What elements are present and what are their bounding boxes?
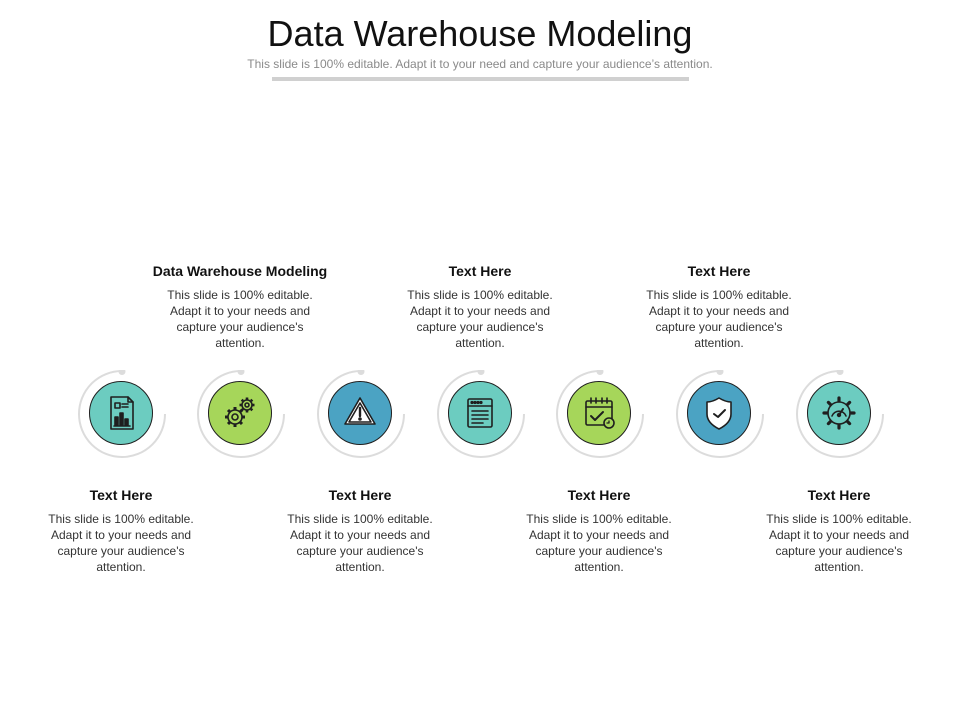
text-block-heading: Text Here — [328, 487, 392, 503]
gear-speedometer-icon — [822, 396, 856, 430]
text-block-bottom-2: Text Here This slide is 100% editable. A… — [260, 486, 460, 575]
icon-disc — [567, 381, 631, 445]
circle-node-7 — [796, 370, 886, 460]
progress-ring — [556, 370, 644, 458]
text-block-heading: Text Here — [687, 263, 751, 279]
title-divider — [272, 77, 689, 81]
circle-node-6 — [676, 370, 766, 460]
text-block-body: This slide is 100% editable. Adapt it to… — [407, 288, 553, 350]
text-block-bottom-4: Text Here This slide is 100% editable. A… — [739, 486, 939, 575]
progress-ring — [78, 370, 166, 458]
circle-node-4 — [437, 370, 527, 460]
text-block-bottom-3: Text Here This slide is 100% editable. A… — [499, 486, 699, 575]
page-title: Data Warehouse Modeling — [267, 13, 693, 54]
warning-triangle-icon — [344, 397, 376, 425]
page-subtitle: This slide is 100% editable. Adapt it to… — [247, 57, 713, 71]
icon-disc — [208, 381, 272, 445]
text-block-heading: Text Here — [567, 487, 631, 503]
text-block-body: This slide is 100% editable. Adapt it to… — [646, 288, 792, 350]
icon-disc — [448, 381, 512, 445]
text-block-top-3: Text Here This slide is 100% editable. A… — [619, 262, 819, 351]
circle-node-1 — [78, 370, 168, 460]
report-document-icon — [110, 396, 134, 430]
text-block-heading: Text Here — [89, 487, 153, 503]
circle-node-3 — [317, 370, 407, 460]
circle-node-5 — [556, 370, 646, 460]
text-block-top-1: Data Warehouse Modeling This slide is 10… — [140, 262, 340, 351]
text-block-heading: Text Here — [807, 487, 871, 503]
gears-icon — [225, 397, 255, 427]
progress-ring — [796, 370, 884, 458]
text-block-body: This slide is 100% editable. Adapt it to… — [526, 512, 672, 574]
text-block-heading: Data Warehouse Modeling — [152, 263, 328, 279]
text-block-bottom-1: Text Here This slide is 100% editable. A… — [21, 486, 221, 575]
text-block-body: This slide is 100% editable. Adapt it to… — [48, 512, 194, 574]
browser-page-icon — [467, 398, 493, 428]
text-block-heading: Text Here — [448, 263, 512, 279]
text-block-body: This slide is 100% editable. Adapt it to… — [167, 288, 313, 350]
progress-ring — [317, 370, 405, 458]
progress-ring — [437, 370, 525, 458]
text-block-body: This slide is 100% editable. Adapt it to… — [287, 512, 433, 574]
text-block-body: This slide is 100% editable. Adapt it to… — [766, 512, 912, 574]
calendar-check-icon — [585, 397, 615, 429]
progress-ring — [197, 370, 285, 458]
text-block-top-2: Text Here This slide is 100% editable. A… — [380, 262, 580, 351]
circle-node-2 — [197, 370, 287, 460]
shield-check-icon — [706, 397, 732, 430]
progress-ring — [676, 370, 764, 458]
